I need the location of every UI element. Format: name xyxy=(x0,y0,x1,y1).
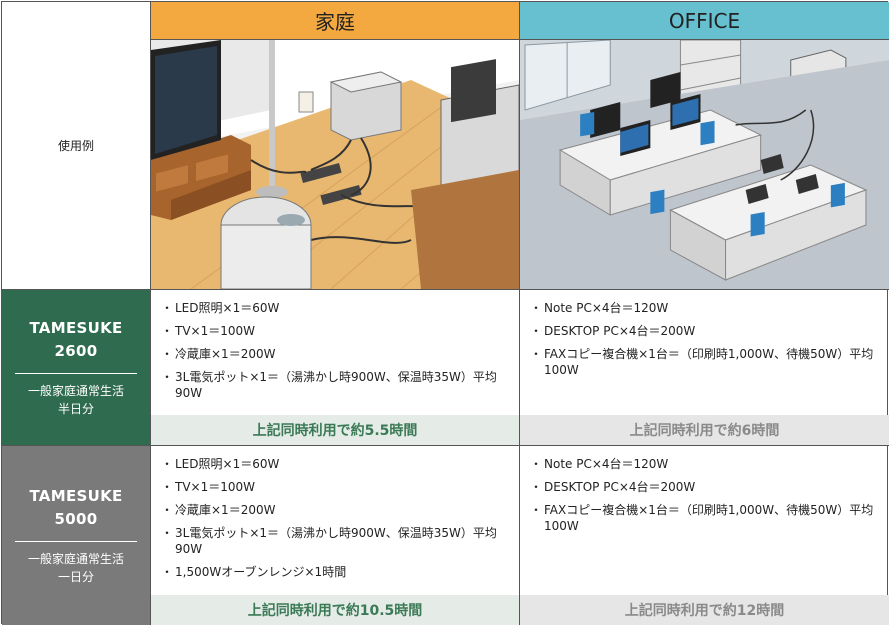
home-result-5000: 上記同時利用で約10.5時間 xyxy=(151,595,519,625)
product-desc: 一般家庭通常生活 xyxy=(27,552,124,566)
home-spec-2600: ・LED照明×1＝60W ・TV×1＝100W ・冷蔵庫×1＝200W ・3L電… xyxy=(151,290,520,446)
list-item: ・3L電気ポット×1＝（湯沸かし時900W、保温時35W）平均90W xyxy=(161,370,497,400)
usage-example-label-cell: 使用例 xyxy=(2,2,151,290)
product-name: TAMESUKE xyxy=(29,487,123,505)
list-item: ・DESKTOP PC×4台＝200W xyxy=(530,324,696,338)
home-header-title: 家庭 xyxy=(315,10,355,34)
list-item: ・LED照明×1＝60W xyxy=(161,301,280,315)
list-item: ・冷蔵庫×1＝200W xyxy=(161,347,276,361)
list-item: ・FAXコピー複合機×1台＝（印刷時1,000W、待機50W）平均100W xyxy=(530,347,874,377)
list-item: ・3L電気ポット×1＝（湯沸かし時900W、保温時35W）平均90W xyxy=(161,526,497,556)
product-model: 5000 xyxy=(54,510,98,528)
list-item: ・1,500Wオーブンレンジ×1時間 xyxy=(161,565,347,579)
product-duration: 半日分 xyxy=(57,402,94,416)
list-item: ・Note PC×4台＝120W xyxy=(530,457,669,471)
list-item: ・FAXコピー複合機×1台＝（印刷時1,000W、待機50W）平均100W xyxy=(530,503,874,533)
office-header-title: OFFICE xyxy=(668,8,741,33)
usage-example-label: 使用例 xyxy=(57,139,94,153)
office-header: OFFICE xyxy=(520,2,889,40)
home-items-5000: ・LED照明×1＝60W ・TV×1＝100W ・冷蔵庫×1＝200W ・3L電… xyxy=(151,446,519,595)
product-desc: 一般家庭通常生活 xyxy=(27,384,124,398)
home-spec-5000: ・LED照明×1＝60W ・TV×1＝100W ・冷蔵庫×1＝200W ・3L電… xyxy=(151,446,520,625)
home-items-2600: ・LED照明×1＝60W ・TV×1＝100W ・冷蔵庫×1＝200W ・3L電… xyxy=(151,290,519,415)
office-result-2600: 上記同時利用で約6時間 xyxy=(520,415,889,445)
home-header: 家庭 xyxy=(151,2,520,40)
list-item: ・TV×1＝100W xyxy=(161,480,255,494)
list-item: ・LED照明×1＝60W xyxy=(161,457,280,471)
product-duration: 一日分 xyxy=(57,570,94,584)
office-illustration xyxy=(520,40,889,290)
office-spec-5000: ・Note PC×4台＝120W ・DESKTOP PC×4台＝200W ・FA… xyxy=(520,446,889,625)
office-items-2600: ・Note PC×4台＝120W ・DESKTOP PC×4台＝200W ・FA… xyxy=(520,290,889,415)
label-divider xyxy=(15,541,137,542)
label-divider xyxy=(15,373,137,374)
product-label-5000: TAMESUKE 5000 一般家庭通常生活 一日分 xyxy=(2,446,151,625)
list-item: ・Note PC×4台＝120W xyxy=(530,301,669,315)
home-result-2600: 上記同時利用で約5.5時間 xyxy=(151,415,519,445)
office-desks-illustration xyxy=(520,40,889,289)
product-name: TAMESUKE xyxy=(29,319,123,337)
list-item: ・DESKTOP PC×4台＝200W xyxy=(530,480,696,494)
product-model: 2600 xyxy=(54,342,98,360)
office-spec-2600: ・Note PC×4台＝120W ・DESKTOP PC×4台＝200W ・FA… xyxy=(520,290,889,446)
list-item: ・TV×1＝100W xyxy=(161,324,255,338)
list-item: ・冷蔵庫×1＝200W xyxy=(161,503,276,517)
office-result-5000: 上記同時利用で約12時間 xyxy=(520,595,889,625)
home-illustration xyxy=(151,40,520,290)
home-appliances-illustration xyxy=(151,40,519,289)
office-items-5000: ・Note PC×4台＝120W ・DESKTOP PC×4台＝200W ・FA… xyxy=(520,446,889,595)
product-label-2600: TAMESUKE 2600 一般家庭通常生活 半日分 xyxy=(2,290,151,446)
